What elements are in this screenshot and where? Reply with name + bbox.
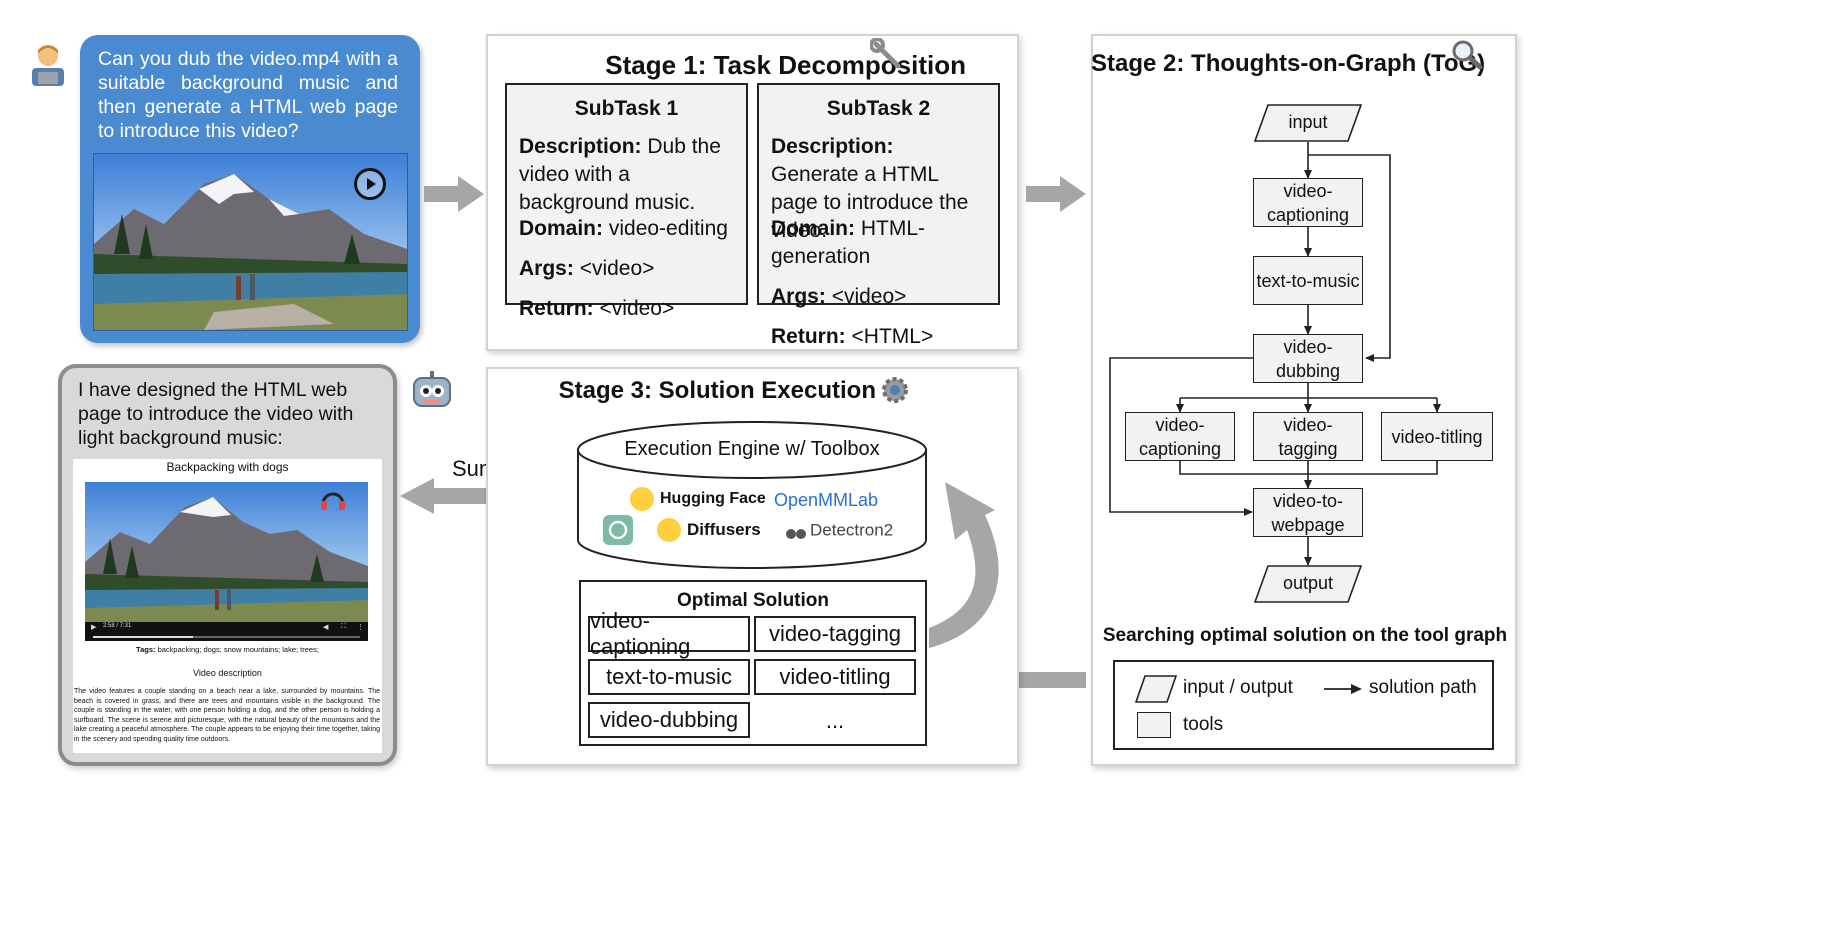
video-play-icon[interactable]: ▶ [91,624,97,631]
legend-path-arrow-icon [1324,684,1362,694]
stage2-legend: input / output solution path tools [1113,660,1494,750]
execution-engine-label: Execution Engine w/ Toolbox [624,438,880,460]
node-video-tagging: video-tagging [1253,412,1363,461]
user-avatar-icon [28,42,68,88]
arrow-stage1-to-stage2 [1026,176,1086,212]
node-output-label: output [1282,573,1334,593]
subtask-1-args-label: Args: [519,257,574,280]
video-more-icon[interactable]: ⋮ [357,624,364,631]
user-video-thumbnail [93,153,408,331]
subtask-1-domain: video-editing [608,217,728,240]
detectron2-logo: Detectron2 [786,520,893,541]
webpage-description: The video features a couple standing on … [74,688,380,743]
video-fullscreen-icon[interactable]: ⛶ [341,623,346,630]
solution-text-to-music: text-to-music [588,659,750,695]
subtask-2-args: <video> [831,285,907,308]
node-video-captioning-2: video-captioning [1125,412,1235,461]
magnifier-icon [1450,38,1484,75]
headphones-icon [320,488,346,512]
stage1-title: Stage 1: Task Decomposition [605,50,966,80]
solution-video-titling: video-titling [754,659,916,695]
subtask-1-title: SubTask 1 [574,97,679,120]
subtask-2-desc: Generate a HTML page to introduce the vi… [771,163,969,242]
solution-video-captioning: video-captioning [588,608,750,659]
subtask-1-domain-label: Domain: [519,217,603,240]
gear-icon [880,375,910,410]
detectron-eyes-icon [786,525,806,539]
subtask-1-desc-label: Description: [519,135,642,158]
webpage-tags-label: Tags: [136,645,156,654]
node-video-titling: video-titling [1381,412,1493,461]
node-video-to-webpage: video-to-webpage [1253,488,1363,537]
node-text-to-music: text-to-music [1253,256,1363,305]
video-volume-icon[interactable]: ◀ [323,624,329,631]
generated-webpage: Backpacking with dogs ▶ 2:58 / 7:31 ◀ ⛶ … [73,459,382,753]
wrench-icon [869,37,906,77]
webpage-tags-value: backpacking; dogs; snow mountains; lake;… [157,645,319,654]
webpage-title: Backpacking with dogs [166,460,289,474]
webpage-video-player[interactable]: ▶ 2:58 / 7:31 ◀ ⛶ ⋮ [85,482,368,641]
solution-video-tagging: video-tagging [754,616,916,652]
node-video-captioning-1: video-captioning [1253,178,1363,227]
diffusers-emoji-icon [657,518,681,542]
hugging-face-logo: Hugging Face [630,487,766,511]
stage2-title: Stage 2: Thoughts-on-Graph (ToG) [1091,50,1486,77]
legend-tools-label: tools [1183,714,1224,735]
node-output: output [1254,565,1362,603]
subtask-1-desc: Dub the video with a background music. [519,135,721,214]
hugging-face-emoji-icon [630,487,654,511]
subtask-1-return-label: Return: [519,297,594,320]
subtask-2-desc-label: Description: [771,135,894,158]
subtask-2-domain: HTML-generation [771,217,926,268]
subtask-1-return: <video> [599,297,675,320]
subtask-1-card: SubTask 1 Description: Dub the video wit… [505,83,748,320]
openmmlab-logo: OpenMMLab [774,490,879,510]
subtask-2-args-label: Args: [771,285,826,308]
subtask-2-card: SubTask 2 Description: Generate a HTML p… [757,83,1000,348]
subtask-2-domain-label: Domain: [771,217,855,240]
node-video-dubbing: video-dubbing [1253,334,1363,383]
curved-arrow-solution-to-engine [929,482,999,648]
webpage-tags: Tags: backpacking; dogs; snow mountains;… [73,645,382,654]
optimal-solution-title: Optimal Solution [677,590,829,611]
node-input-label: input [1288,112,1328,132]
stage2-panel [1091,34,1517,766]
diffusers-logo: Diffusers [657,518,761,542]
subtask-1-args: <video> [579,257,655,280]
user-request-text: Can you dub the video.mp4 with a suitabl… [98,48,398,142]
node-input: input [1254,104,1362,142]
robot-avatar-icon [410,370,454,410]
legend-path-label: solution path [1369,677,1477,698]
legend-io-label: input / output [1183,677,1293,698]
response-text: I have designed the HTML web page to int… [78,379,354,449]
subtask-2-title: SubTask 2 [826,97,931,120]
stage2-caption: Searching optimal solution on the tool g… [1102,625,1508,646]
play-button-icon[interactable] [354,168,386,200]
solution-video-dubbing: video-dubbing [588,702,750,738]
legend-tools-icon [1137,712,1171,738]
video-time: 2:58 / 7:31 [103,623,132,629]
chatgpt-logo-icon [603,515,633,545]
arrow-user-to-stage1 [424,176,484,212]
solution-more: ... [825,708,845,733]
legend-io-icon [1135,675,1177,703]
user-request-bubble: Can you dub the video.mp4 with a suitabl… [80,35,420,343]
webpage-desc-heading: Video description [193,668,262,678]
stage3-title: Stage 3: Solution Execution [558,377,876,404]
subtask-2-return: <HTML> [851,325,934,348]
subtask-2-return-label: Return: [771,325,846,348]
